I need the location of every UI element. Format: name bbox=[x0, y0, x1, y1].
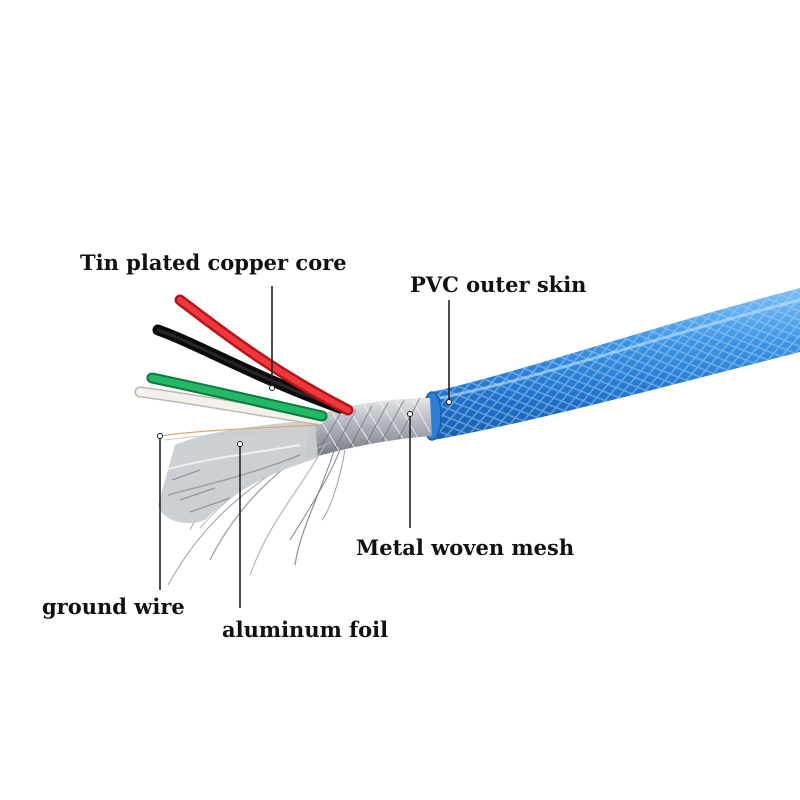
label-pvc-outer-skin: PVC outer skin bbox=[410, 272, 587, 297]
callout-dots bbox=[157, 385, 452, 447]
label-tin-plated-copper-core: Tin plated copper core bbox=[80, 250, 347, 275]
white-wire bbox=[134, 386, 326, 426]
red-wire bbox=[174, 294, 354, 416]
label-aluminum-foil: aluminum foil bbox=[222, 617, 389, 642]
label-ground-wire: ground wire bbox=[42, 594, 185, 619]
black-wire bbox=[152, 324, 346, 414]
callout-lines bbox=[159, 286, 450, 608]
green-wire bbox=[146, 372, 328, 422]
metal-woven-mesh bbox=[167, 397, 432, 586]
ground-wire bbox=[159, 424, 321, 441]
label-metal-woven-mesh: Metal woven mesh bbox=[356, 535, 575, 560]
aluminum-foil bbox=[158, 420, 318, 524]
pvc-jacket bbox=[422, 288, 800, 441]
